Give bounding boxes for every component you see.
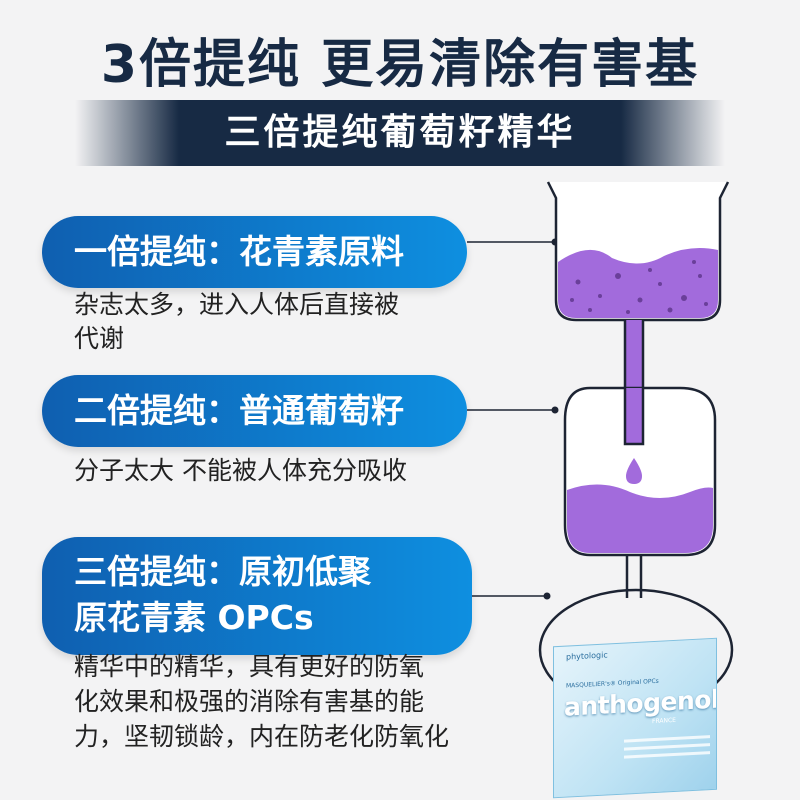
product-box: phytologic MASQUELIER's® Original OPCs a… — [553, 637, 717, 799]
connector-line-1 — [467, 238, 559, 246]
stage-3-desc-line-1: 精华中的精华，具有更好的防氧 — [74, 652, 425, 681]
subtitle-text: 三倍提纯葡萄籽精华 — [224, 112, 576, 153]
product-country: FRANCE — [652, 716, 676, 726]
stage-2-label: 二倍提纯：普通葡萄籽 — [42, 375, 467, 447]
subtitle-banner: 三倍提纯葡萄籽精华 — [75, 100, 725, 166]
product-maker: phytologic — [566, 650, 608, 662]
stage-2-desc-line-1: 分子太大 不能被人体充分吸收 — [74, 456, 407, 485]
stage-3-label: 三倍提纯：原初低聚 原花青素 OPCs — [42, 537, 472, 655]
stage-3-desc-line-3: 力，坚韧锁龄，内在防老化防氧化 — [74, 722, 450, 751]
product-feature-lines — [624, 735, 710, 764]
top-beaker — [546, 181, 730, 440]
connector-line-2 — [467, 406, 559, 414]
stage-1-desc-line-1: 杂志太多，进入人体后直接被 — [74, 290, 400, 319]
stage-1-label: 一倍提纯：花青素原料 — [42, 216, 467, 288]
page-title: 3倍提纯 更易清除有害基 — [100, 35, 700, 95]
connector-line-3 — [472, 592, 551, 600]
stage-3-desc-line-2: 化效果和极强的消除有害基的能 — [74, 687, 425, 716]
stage-1-desc-line-2: 代谢 — [74, 324, 125, 353]
middle-beaker — [563, 386, 717, 598]
product-brand: anthogenol — [564, 684, 717, 722]
